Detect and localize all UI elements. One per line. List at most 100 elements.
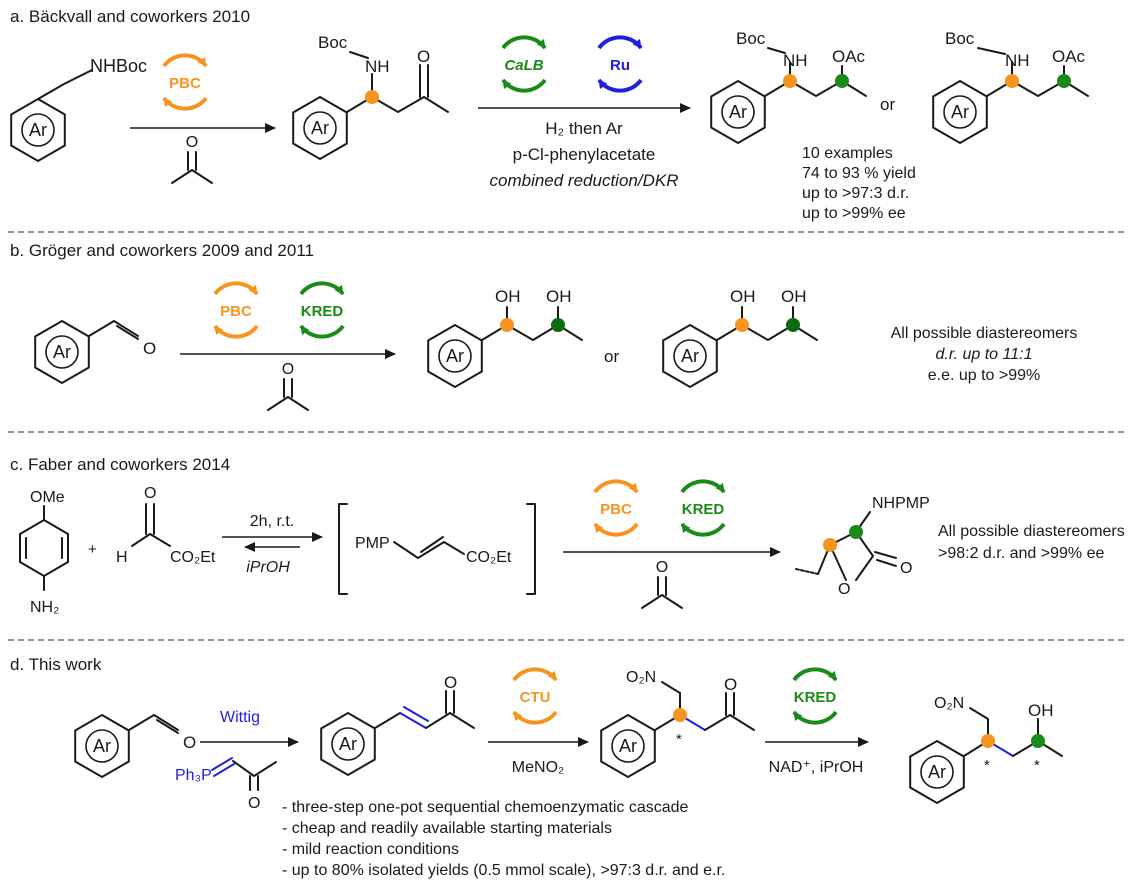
cond-menitro: MeNO₂ [512, 759, 564, 776]
ring-label: Ar [446, 346, 464, 366]
oh-label: OH [546, 287, 572, 306]
ring-label: Ar [729, 102, 747, 122]
ring-o: O [838, 581, 850, 598]
section-a: a. Bäckvall and coworkers 2010 Ar NHBoc … [10, 7, 1089, 222]
ring-label: Ar [53, 342, 71, 362]
stereocenter-dot-icon [1057, 74, 1071, 88]
result-line: 74 to 93 % yield [802, 165, 916, 182]
glyoxylate-h: H [116, 549, 128, 566]
result-line: 10 examples [802, 145, 893, 162]
cond-time: 2h, r.t. [250, 513, 294, 530]
bullet-line: - cheap and readily available starting m… [282, 820, 612, 837]
section-d-header: d. This work [10, 655, 102, 674]
bullet-line: - mild reaction conditions [282, 841, 459, 858]
cond-dkr: combined reduction/DKR [490, 171, 679, 190]
pbc-label: PBC [169, 75, 201, 92]
boc-label: Boc [318, 33, 348, 52]
cond-nad: NAD⁺, iPrOH [769, 759, 864, 776]
stereocenter-dot-icon [735, 318, 749, 332]
oh-label: OH [1028, 701, 1054, 720]
stereocenter-dot-icon [849, 525, 863, 539]
nh2-label: NH₂ [30, 599, 59, 616]
stereocenter-dot-icon [783, 74, 797, 88]
acetone-o: O [656, 559, 668, 576]
result-line: d.r. up to 11:1 [936, 346, 1033, 363]
ring-label: Ar [93, 736, 111, 756]
bullet-line: - up to 80% isolated yields (0.5 mmol sc… [282, 862, 725, 879]
boc-label: Boc [945, 29, 975, 48]
imine-label: NHBoc [90, 56, 147, 76]
ring-label: Ar [619, 736, 637, 756]
aldehyde-o: O [143, 339, 156, 358]
calb-label: CaLB [504, 57, 543, 74]
ring-label: Ar [681, 346, 699, 366]
stereocenter-dot-icon [551, 318, 565, 332]
aldehyde-o: O [183, 733, 196, 752]
stereocenter-dot-icon [1005, 74, 1019, 88]
enone-o: O [444, 673, 457, 692]
oh-label: OH [730, 287, 756, 306]
glyoxylate-o: O [144, 485, 156, 502]
oac-label: OAc [1052, 47, 1086, 66]
nh-label: NH [1005, 51, 1030, 70]
stereocenter-dot-icon [1031, 734, 1045, 748]
ketone-o: O [417, 47, 430, 66]
ring-label: Ar [951, 102, 969, 122]
ketone-o: O [724, 675, 737, 694]
ring-label: Ar [311, 118, 329, 138]
section-a-header: a. Bäckvall and coworkers 2010 [10, 7, 250, 26]
stereocenter-dot-icon [981, 734, 995, 748]
kred-label: KRED [301, 303, 344, 320]
plus-sign: + [88, 541, 97, 558]
cond-h2: H₂ then Ar [545, 119, 623, 138]
stereo-star: * [676, 731, 682, 748]
result-line: All possible diastereomers [938, 523, 1125, 540]
stereocenter-dot-icon [835, 74, 849, 88]
ru-label: Ru [610, 57, 630, 74]
ring-label: Ar [339, 734, 357, 754]
pmp-label: PMP [355, 535, 390, 552]
stereo-star: * [984, 757, 990, 774]
acetone-o: O [186, 134, 198, 151]
no2-label: O₂N [934, 695, 964, 712]
ctu-label: CTU [520, 689, 551, 706]
or-label: or [880, 95, 895, 114]
kred-label: KRED [682, 501, 725, 518]
cond-solvent: iPrOH [246, 559, 290, 576]
kred-label: KRED [794, 689, 837, 706]
bullet-line: - three-step one-pot sequential chemoenz… [282, 799, 689, 816]
stereo-star: * [1034, 757, 1040, 774]
glyoxylate-ester: CO₂Et [170, 549, 216, 566]
result-line: e.e. up to >99% [928, 367, 1041, 384]
section-b: b. Gröger and coworkers 2009 and 2011 Ar… [10, 241, 1078, 411]
result-line: up to >99% ee [802, 205, 906, 222]
section-c-header: c. Faber and coworkers 2014 [10, 455, 230, 474]
or-label: or [604, 347, 619, 366]
result-line: up to >97:3 d.r. [802, 185, 909, 202]
section-b-header: b. Gröger and coworkers 2009 and 2011 [10, 241, 314, 260]
oac-label: OAc [832, 47, 866, 66]
stereocenter-dot-icon [823, 538, 837, 552]
section-d: d. This work Ar O Wittig Ph₃P O Ar O CTU… [10, 655, 1063, 879]
section-c: c. Faber and coworkers 2014 OMe NH₂ + O … [10, 455, 1125, 616]
stereocenter-dot-icon [365, 90, 379, 104]
result-line: >98:2 d.r. and >99% ee [938, 545, 1104, 562]
ome-label: OMe [30, 489, 65, 506]
pbc-label: PBC [220, 303, 252, 320]
boc-label: Boc [736, 29, 766, 48]
pbc-label: PBC [600, 501, 632, 518]
nh-label: NH [365, 57, 390, 76]
cond-acyl: p-Cl-phenylacetate [513, 145, 656, 164]
ylide-label: Ph₃P [175, 767, 212, 784]
stereocenter-dot-icon [500, 318, 514, 332]
ylide-o: O [248, 795, 260, 812]
oh-label: OH [781, 287, 807, 306]
ring-label: Ar [928, 762, 946, 782]
stereocenter-dot-icon [786, 318, 800, 332]
no2-label: O₂N [626, 669, 656, 686]
wittig-label: Wittig [220, 709, 260, 726]
int-ester: CO₂Et [466, 549, 512, 566]
stereocenter-dot-icon [673, 708, 687, 722]
result-line: All possible diastereomers [891, 325, 1078, 342]
